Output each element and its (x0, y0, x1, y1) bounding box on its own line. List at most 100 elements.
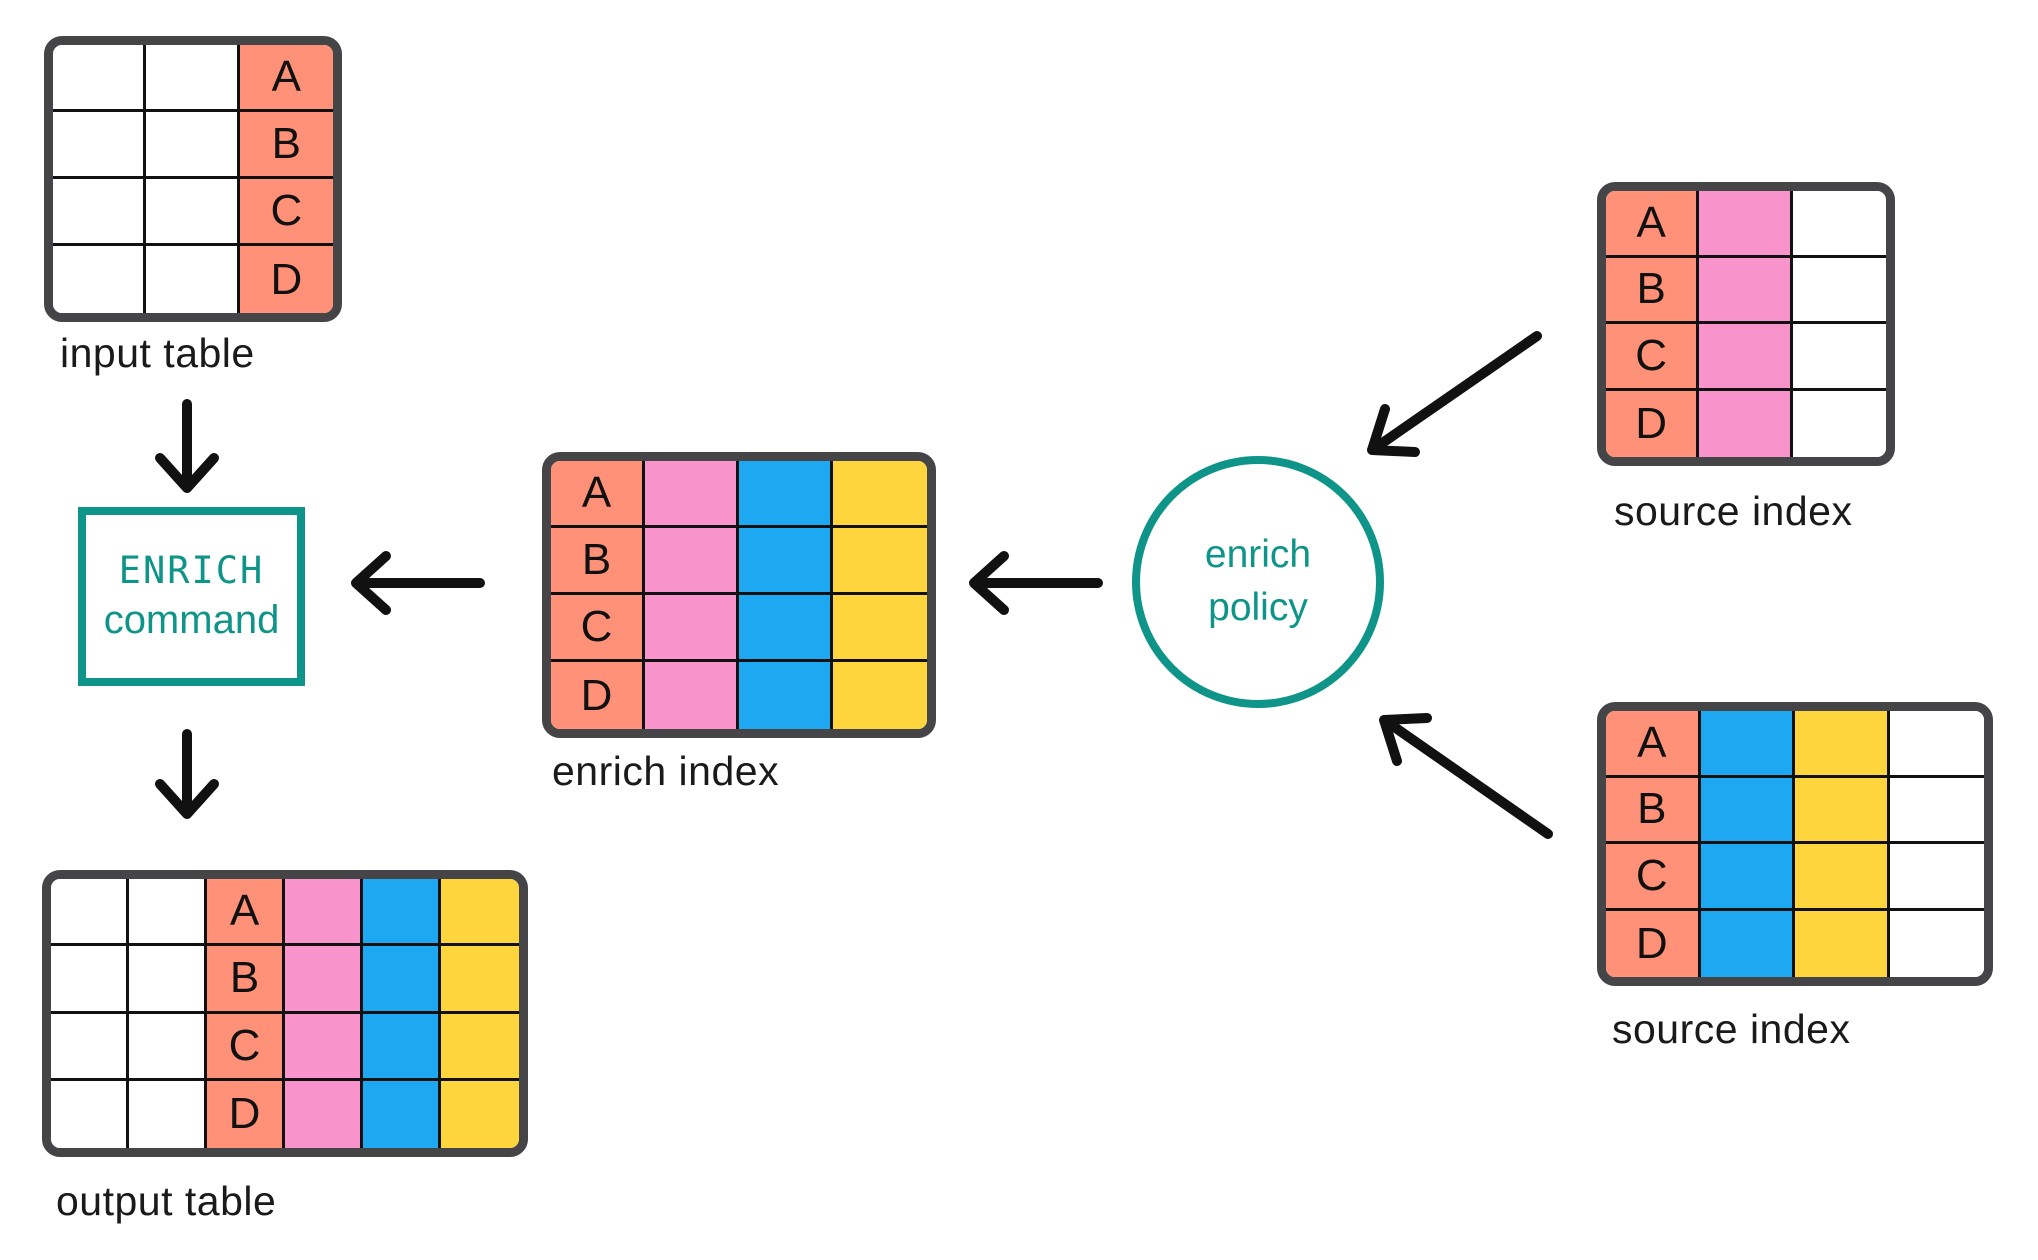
table-key-cell: B (207, 946, 285, 1014)
table-cell (129, 1080, 207, 1148)
table-cell (51, 1080, 129, 1148)
table-cell (146, 45, 240, 112)
enrich-command-box: ENRICH command (78, 507, 305, 686)
table-cell (1795, 844, 1890, 911)
table-cell (1699, 257, 1793, 324)
table-key-cell: C (551, 595, 645, 662)
table-cell (833, 528, 927, 595)
table-cell (1700, 711, 1795, 778)
enrich-command-word: command (103, 597, 280, 642)
enrich-policy-circle: enrich policy (1132, 456, 1384, 708)
arrow-source-top-to-policy (1367, 331, 1542, 457)
table-cell (53, 112, 147, 179)
output-table-label: output table (56, 1178, 277, 1224)
table-cell (739, 595, 833, 662)
table-cell (146, 179, 240, 246)
table-key-cell: D (1606, 390, 1700, 457)
table-cell (363, 879, 441, 947)
table-cell (1795, 711, 1890, 778)
arrow-policy-to-index (969, 551, 1103, 615)
table-cell (53, 246, 147, 313)
table-cell (146, 112, 240, 179)
table-key-cell: A (207, 879, 285, 947)
table-cell (129, 946, 207, 1014)
table-cell (363, 1080, 441, 1148)
table-cell (1699, 324, 1793, 391)
table-cell (739, 662, 833, 729)
table-cell (645, 461, 739, 528)
table-cell (645, 662, 739, 729)
table-cell (441, 1013, 519, 1081)
table-key-cell: C (207, 1013, 285, 1081)
table-key-cell: A (1606, 191, 1700, 258)
table-cell (285, 946, 363, 1014)
table-cell (833, 595, 927, 662)
table-cell (1889, 910, 1984, 977)
input-table-label: input table (60, 330, 255, 376)
table-key-cell: B (239, 112, 333, 179)
table-cell (1792, 324, 1886, 391)
table-cell (1889, 711, 1984, 778)
source-index-bottom-label: source index (1612, 1006, 1851, 1052)
table-key-cell: C (1606, 844, 1701, 911)
table-key-cell: C (239, 179, 333, 246)
enrich-policy-line2: policy (1208, 586, 1308, 629)
table-cell (51, 946, 129, 1014)
table-key-cell: A (239, 45, 333, 112)
table-cell (833, 461, 927, 528)
table-cell (645, 595, 739, 662)
table-cell (53, 179, 147, 246)
table-cell (1700, 844, 1795, 911)
arrow-command-to-output (155, 729, 219, 819)
table-cell (1699, 390, 1793, 457)
table-cell (129, 1013, 207, 1081)
table-key-cell: D (207, 1080, 285, 1148)
table-cell (645, 528, 739, 595)
table-cell (1792, 257, 1886, 324)
table-key-cell: B (1606, 257, 1700, 324)
table-cell (53, 45, 147, 112)
table-key-cell: C (1606, 324, 1700, 391)
table-cell (441, 879, 519, 947)
table-cell (1700, 777, 1795, 844)
source-index-top-label: source index (1614, 488, 1853, 534)
table-cell (1889, 777, 1984, 844)
table-key-cell: D (1606, 910, 1701, 977)
table-cell (739, 461, 833, 528)
table-cell (363, 946, 441, 1014)
table-cell (285, 1080, 363, 1148)
table-cell (441, 1080, 519, 1148)
enrich-policy-line1: enrich (1204, 533, 1312, 577)
arrow-index-to-command (351, 551, 485, 615)
table-cell (1792, 191, 1886, 258)
table-cell (1795, 910, 1890, 977)
table-cell (285, 1013, 363, 1081)
table-key-cell: D (239, 246, 333, 313)
table-cell (1700, 910, 1795, 977)
table-cell (1792, 390, 1886, 457)
arrow-input-to-command (155, 399, 219, 493)
table-cell (51, 879, 129, 947)
enrich-index-label: enrich index (552, 748, 780, 794)
table-cell (1699, 191, 1793, 258)
table-cell (363, 1013, 441, 1081)
table-key-cell: D (551, 662, 645, 729)
table-cell (146, 246, 240, 313)
table-cell (129, 879, 207, 947)
table-cell (1795, 777, 1890, 844)
table-cell (739, 528, 833, 595)
table-cell (1889, 844, 1984, 911)
table-cell (51, 1013, 129, 1081)
arrow-source-bottom-to-policy (1379, 713, 1553, 839)
table-key-cell: A (551, 461, 645, 528)
enrich-command-keyword: ENRICH (118, 549, 265, 593)
table-key-cell: B (551, 528, 645, 595)
table-cell (285, 879, 363, 947)
table-cell (833, 662, 927, 729)
